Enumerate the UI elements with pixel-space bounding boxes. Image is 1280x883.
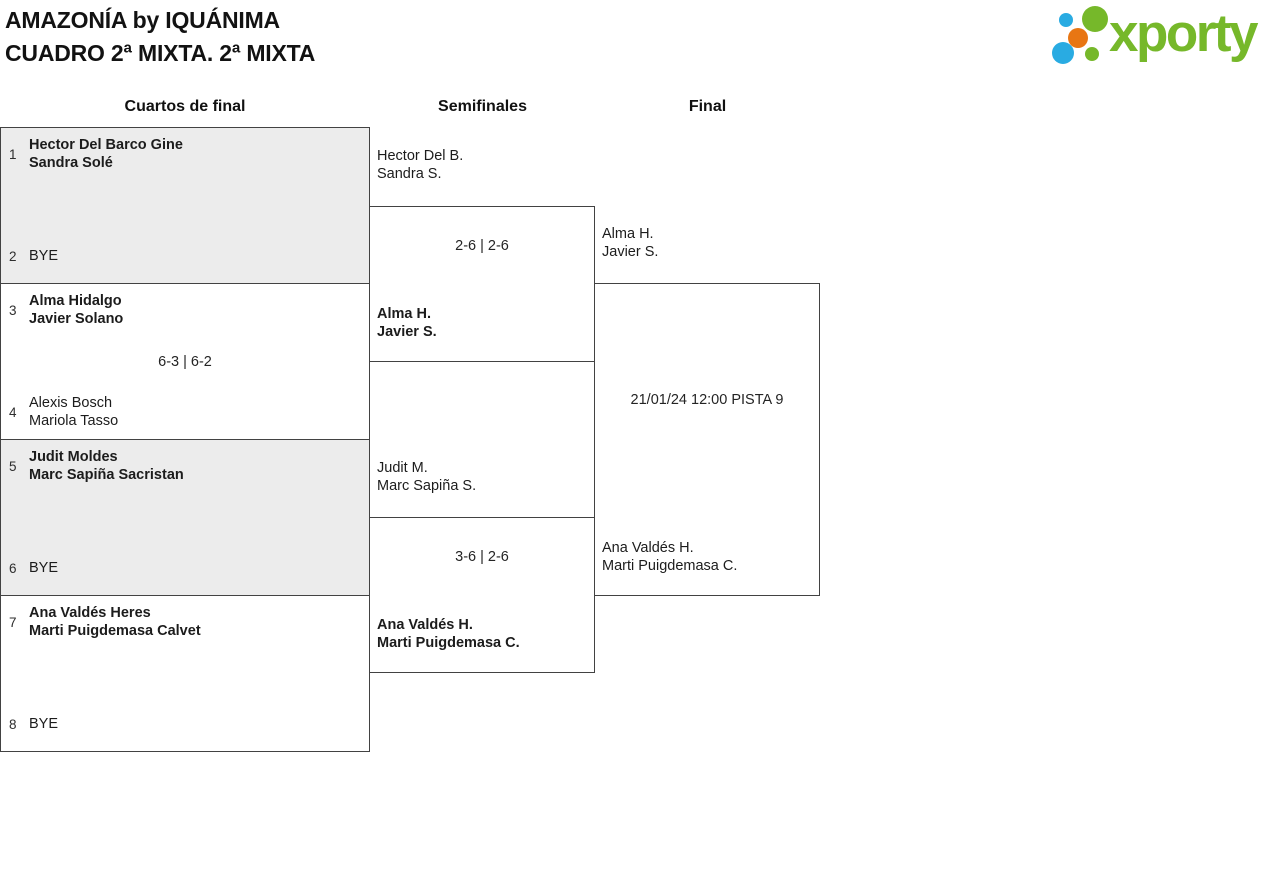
team-name: Ana Valdés Heres Marti Puigdemasa Calvet [29,604,201,640]
player-name: Sandra S. [377,166,442,182]
seed-number: 2 [9,248,17,264]
player-name: Javier S. [602,244,659,260]
seed-number: 3 [9,302,17,318]
logo-dot-icon [1068,28,1088,48]
team-name: BYE [29,247,58,265]
seed-number: 6 [9,560,17,576]
team-slot: 1 Hector Del Barco Gine Sandra Solé [9,136,361,172]
logo-wordmark: xporty [1109,4,1258,63]
seed-number: 1 [9,146,17,162]
player-name: Hector Del Barco Gine [29,137,183,153]
match-schedule: 21/01/24 12:00 PISTA 9 [630,392,784,408]
player-name: Alma H. [602,226,654,242]
match-semifinal-2[interactable]: 3-6 | 2-6 Ana Valdés H. Marti Puigdemasa… [369,517,595,673]
seed-number: 5 [9,458,17,474]
match-final[interactable]: 21/01/24 12:00 PISTA 9 Ana Valdés H. Mar… [594,283,820,596]
team-slot: 6 BYE [9,550,361,586]
advanced-team: Ana Valdés H. Marti Puigdemasa C. [377,616,520,652]
player-name: Marti Puigdemasa Calvet [29,623,201,639]
player-name: Hector Del B. [377,148,464,164]
round-header-semifinals: Semifinales [438,98,527,115]
player-name: Ana Valdés H. [602,540,694,556]
logo-dot-icon [1059,13,1073,27]
team-name: Alexis Bosch Mariola Tasso [29,394,118,430]
team-name: BYE [29,559,58,577]
logo-dot-icon [1052,42,1074,64]
player-name: Marti Puigdemasa C. [377,635,520,651]
seed-number: 7 [9,614,17,630]
team-slot: 2 BYE [9,238,361,274]
team-name: Judit Moldes Marc Sapiña Sacristan [29,448,184,484]
advanced-team: Alma H. Javier S. [602,225,658,261]
bye-label: BYE [29,248,59,264]
advanced-team: Hector Del B. Sandra S. [377,147,463,183]
match-quarterfinal-4[interactable]: 7 Ana Valdés Heres Marti Puigdemasa Calv… [0,595,370,752]
team-name: BYE [29,715,58,733]
tournament-name: AMAZONÍA by IQUÁNIMA [5,7,280,33]
team-slot: 3 Alma Hidalgo Javier Solano [9,292,361,328]
advanced-team: Judit M. Marc Sapiña S. [377,459,476,495]
player-name: Alma H. [377,306,431,322]
page-title: AMAZONÍA by IQUÁNIMA CUADRO 2ª MIXTA. 2ª… [5,4,315,70]
advanced-team: Ana Valdés H. Marti Puigdemasa C. [602,539,737,575]
team-name: Alma Hidalgo Javier Solano [29,292,123,328]
player-name: Javier S. [377,324,437,340]
team-name: Hector Del Barco Gine Sandra Solé [29,136,183,172]
player-name: Ana Valdés Heres [29,605,151,621]
draw-name: CUADRO 2ª MIXTA. 2ª MIXTA [5,40,316,66]
match-score: 3-6 | 2-6 [455,549,509,565]
team-slot: 7 Ana Valdés Heres Marti Puigdemasa Calv… [9,604,361,640]
player-name: Judit Moldes [29,449,118,465]
bye-label: BYE [29,560,59,576]
team-slot: 4 Alexis Bosch Mariola Tasso [9,394,361,430]
match-quarterfinal-1[interactable]: 1 Hector Del Barco Gine Sandra Solé 2 BY… [0,127,370,284]
round-header-final: Final [688,98,727,115]
xporty-logo[interactable]: xporty [1045,0,1280,80]
player-name: Javier Solano [29,311,124,327]
player-name: Sandra Solé [29,155,113,171]
match-score: 2-6 | 2-6 [455,238,509,254]
match-quarterfinal-3[interactable]: 5 Judit Moldes Marc Sapiña Sacristan 6 B… [0,439,370,596]
player-name: Alma Hidalgo [29,293,122,309]
advanced-team: Alma H. Javier S. [377,305,437,341]
player-name: Mariola Tasso [29,413,119,429]
team-slot: 8 BYE [9,706,361,742]
logo-dot-icon [1082,6,1108,32]
player-name: Marti Puigdemasa C. [602,558,738,574]
seed-number: 4 [9,404,17,420]
seed-number: 8 [9,716,17,732]
logo-dot-icon [1085,47,1099,61]
match-quarterfinal-2[interactable]: 3 Alma Hidalgo Javier Solano 6-3 | 6-2 4… [0,283,370,440]
player-name: Marc Sapiña S. [377,478,477,494]
player-name: Judit M. [377,460,428,476]
bye-label: BYE [29,716,59,732]
player-name: Marc Sapiña Sacristan [29,467,184,483]
team-slot: 5 Judit Moldes Marc Sapiña Sacristan [9,448,361,484]
match-semifinal-1[interactable]: 2-6 | 2-6 Alma H. Javier S. [369,206,595,362]
player-name: Alexis Bosch [29,395,113,411]
match-score: 6-3 | 6-2 [158,353,212,370]
player-name: Ana Valdés H. [377,617,473,633]
round-header-quarterfinals: Cuartos de final [124,98,246,115]
